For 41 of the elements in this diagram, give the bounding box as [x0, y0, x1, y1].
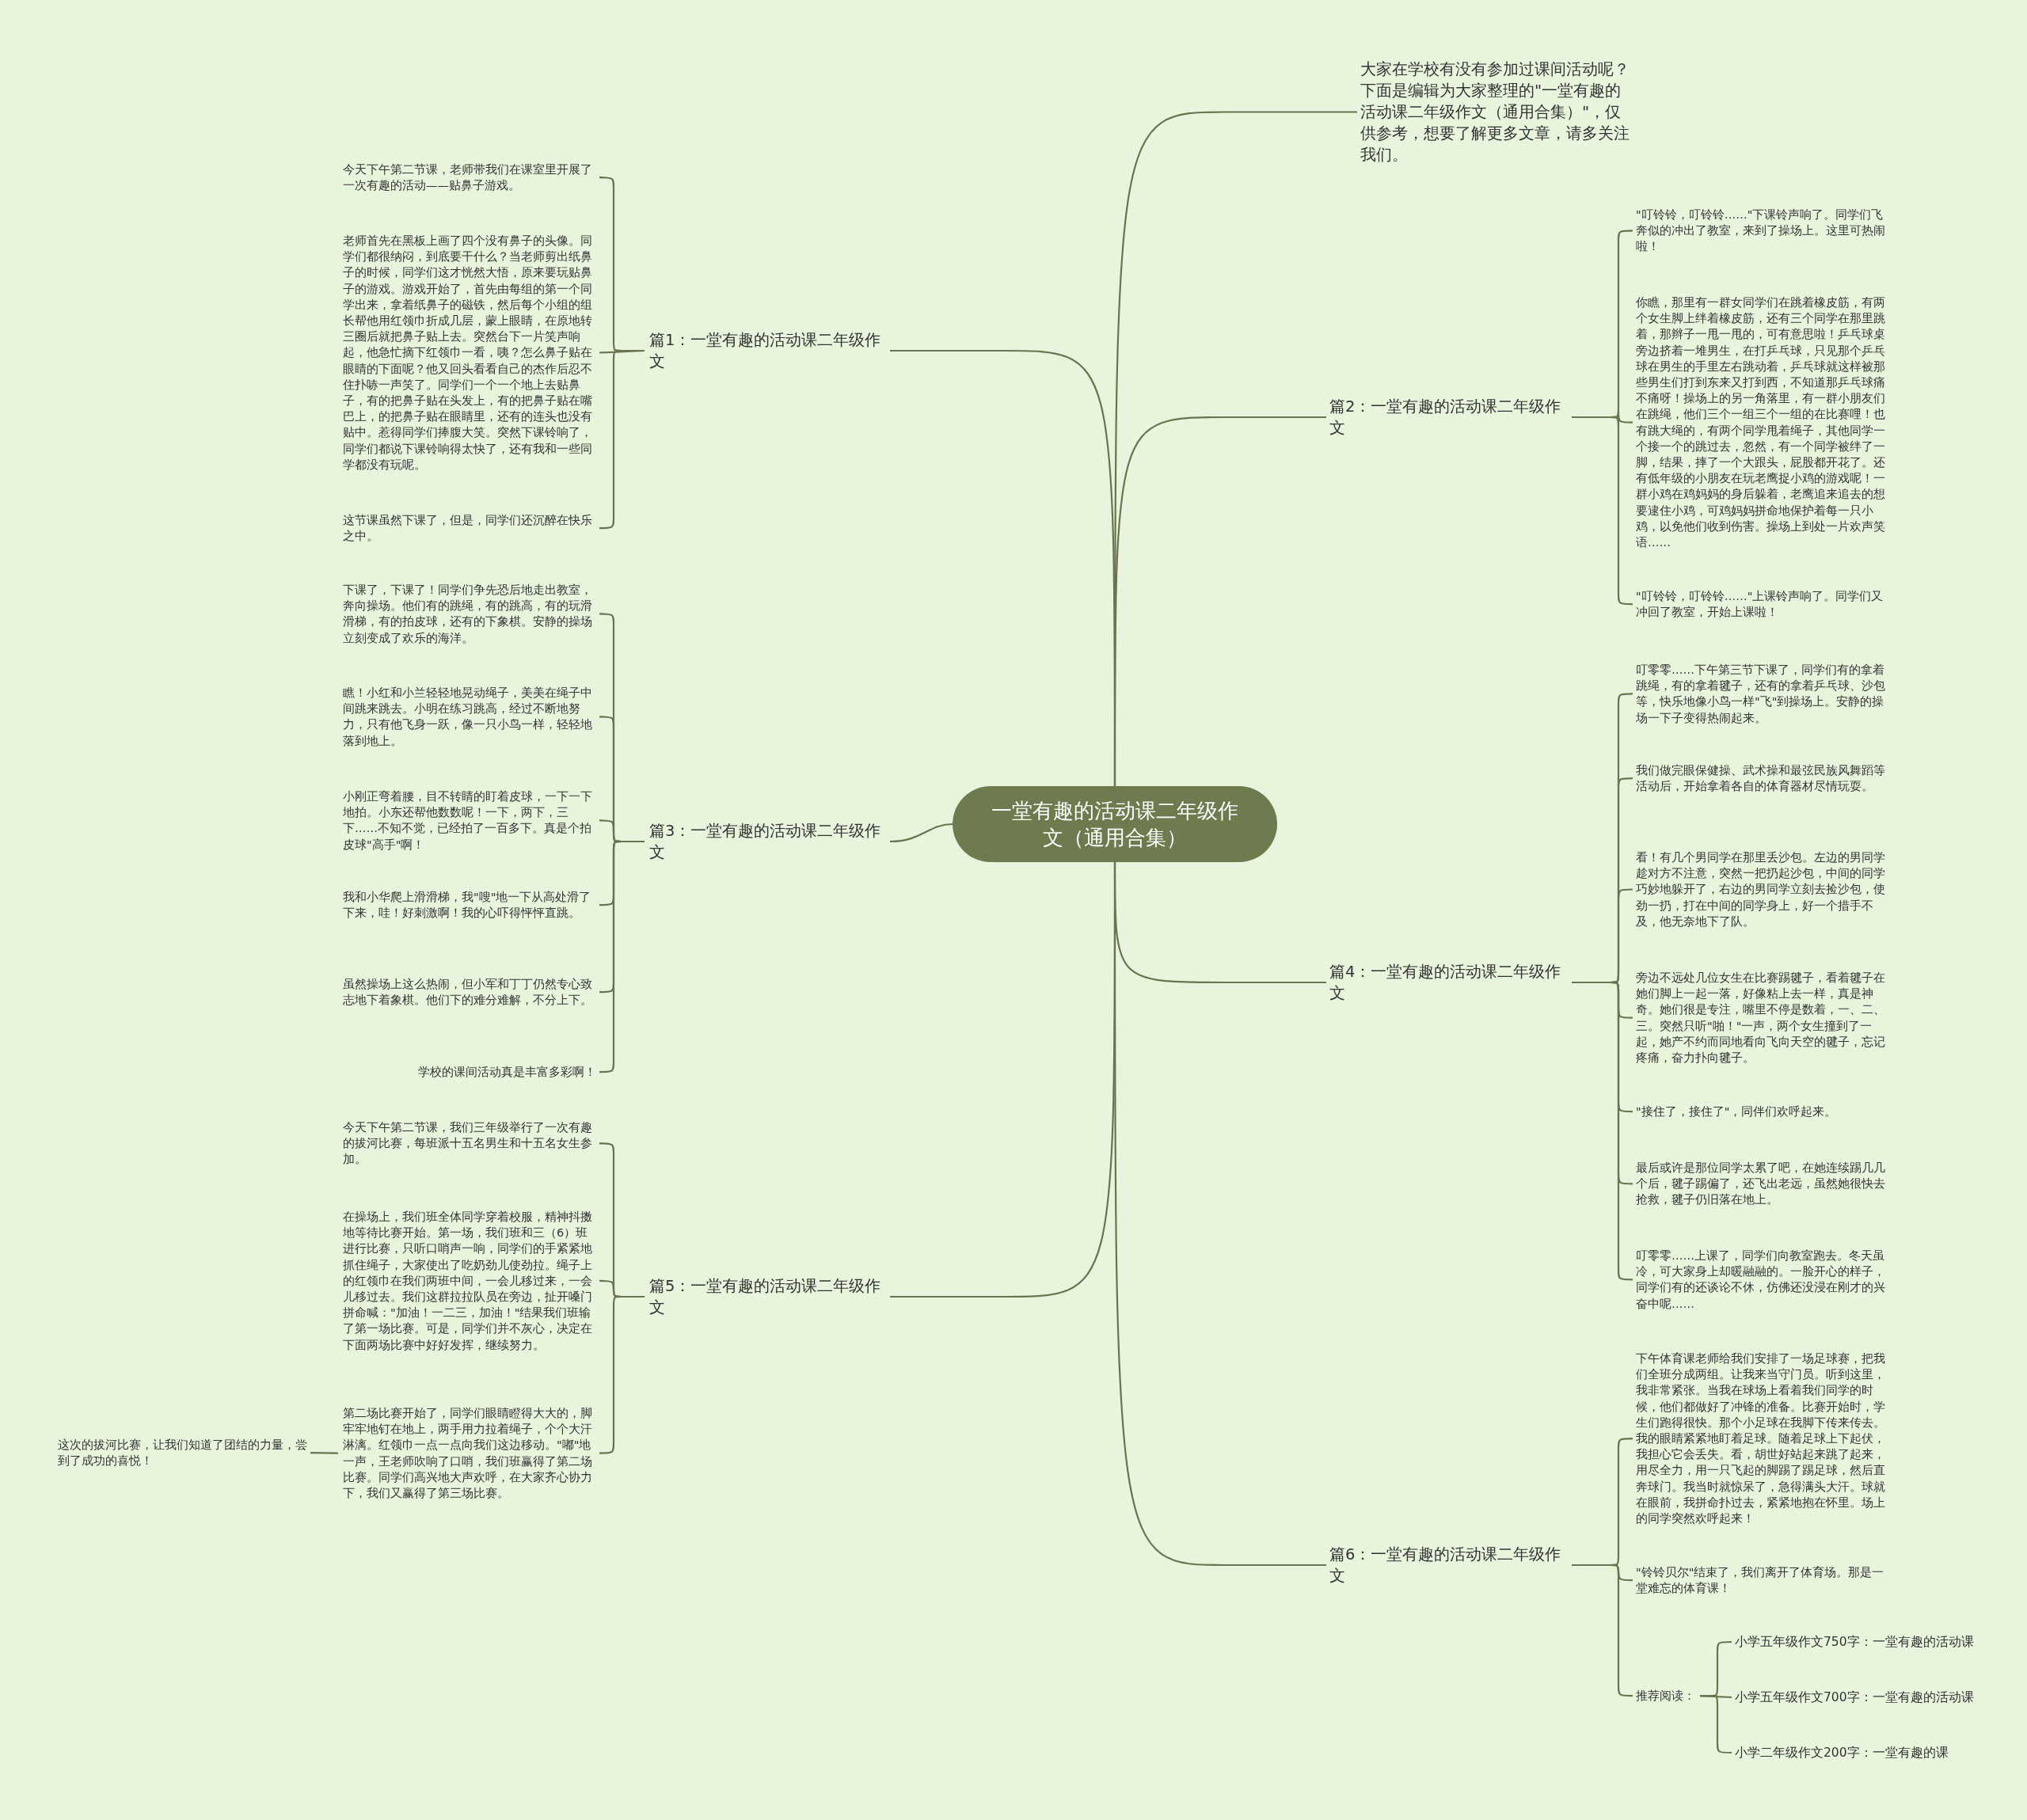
note-text: 虽然操场上这么热闹，但小军和丁丁仍然专心致志地下着象棋。他们下的难分难解，不分上下。: [343, 976, 596, 1009]
note-text: "叮铃铃，叮铃铃……"下课铃声响了。同学们飞奔似的冲出了教室，来到了操场上。这里可热闹啦！: [1636, 207, 1893, 255]
central-topic: 一堂有趣的活动课二年级作文（通用合集）: [953, 786, 1277, 862]
reading-link-text: 小学五年级作文700字：一堂有趣的活动课: [1735, 1689, 1974, 1706]
note-text: 在操场上，我们班全体同学穿着校服，精神抖擞地等待比赛开始。第一场，我们班和三（6）班进行比赛，只听口哨声一响，同学们的手紧紧地抓住绳子，大家使出了吃奶劲儿使劲拉。绳子上的红领巾在我们两班中间，一会儿移过来，一会儿移过去。我们这群拉拉队员在旁边，扯开嗓门拼命喊："加油！一二三，加油！"结果我们班输了第一场比赛。可是，同学们并不灰心，决定在下面两场比赛中好好发挥，继续努力。: [343, 1209, 596, 1353]
reading-link-text: 小学二年级作文200字：一堂有趣的课: [1735, 1744, 1949, 1761]
note-text: "铃铃贝尔"结束了，我们离开了体育场。那是一堂难忘的体育课！: [1636, 1564, 1893, 1597]
branch-topic: 篇1：一堂有趣的活动课二年级作文: [649, 329, 887, 372]
branch-topic: 篇2：一堂有趣的活动课二年级作文: [1329, 396, 1567, 439]
note-text: 叮零零……下午第三节下课了，同学们有的拿着跳绳，有的拿着毽子，还有的拿着乒乓球、沙包等，快乐地像小鸟一样"飞"到操场上。安静的操场一下子变得热闹起来。: [1636, 662, 1893, 726]
note-text: 老师首先在黑板上画了四个没有鼻子的头像。同学们都很纳闷，到底要干什么？当老师剪出纸鼻子的时候，同学们这才恍然大悟，原来要玩贴鼻子的游戏。游戏开始了，首先由每组的第一个同学出来，拿着纸鼻子的磁铁，然后每个小组的组长帮他用红领巾折成几层，蒙上眼睛，在原地转三圈后就把鼻子贴上去。突然台下一片笑声响起，他急忙摘下红领巾一看，咦？怎么鼻子贴在眼睛的下面呢？他又回头看看自己的杰作后忍不住扑哧一声笑了。同学们一个一个地上去贴鼻子，有的把鼻子贴在头发上，有的把鼻子贴在嘴巴上，的把鼻子贴在眼睛里，还有的连头也没有贴中。惹得同学们捧腹大笑。突然下课铃响了，同学们都说下课铃响得太快了，还有我和一些同学都没有玩呢。: [343, 233, 596, 473]
branch-topic: 篇5：一堂有趣的活动课二年级作文: [649, 1275, 887, 1318]
note-text: "接住了，接住了"，同伴们欢呼起来。: [1636, 1104, 1893, 1120]
note-text: 学校的课间活动真是丰富多彩啊！: [404, 1064, 596, 1081]
note-text: 今天下午第二节课，老师带我们在课室里开展了一次有趣的活动——贴鼻子游戏。: [343, 161, 596, 194]
branch-topic: 篇3：一堂有趣的活动课二年级作文: [649, 820, 887, 863]
note-text: "叮铃铃，叮铃铃……"上课铃声响了。同学们又冲回了教室，开始上课啦！: [1636, 588, 1893, 621]
note-text: 第二场比赛开始了，同学们眼睛瞪得大大的，脚牢牢地钉在地上，两手用力拉着绳子，个个大汗淋漓。红领巾一点一点向我们这边移动。"嘟"地一声，王老师吹响了口哨，我们班赢得了第二场比赛。同学们高兴地大声欢呼，在大家齐心协力下，我们又赢得了第三场比赛。: [343, 1405, 596, 1502]
intro-text: 大家在学校有没有参加过课间活动呢？下面是编辑为大家整理的"一堂有趣的活动课二年级作文（通用合集）"，仅供参考，想要了解更多文章，请多关注我们。: [1360, 59, 1630, 165]
note-text: 这节课虽然下课了，但是，同学们还沉醉在快乐之中。: [343, 512, 596, 545]
note-text: 最后或许是那位同学太累了吧，在她连续踢几几个后，毽子踢偏了，还飞出老远，虽然她很快去抢救，毽子仍旧落在地上。: [1636, 1160, 1893, 1208]
connector-line: [889, 823, 953, 843]
note-text: 我们做完眼保健操、武术操和最弦民族风舞蹈等活动后，开始拿着各自的体育器材尽情玩耍。: [1636, 762, 1893, 795]
note-text: 这次的拔河比赛，让我们知道了团结的力量，尝到了成功的喜悦！: [58, 1437, 307, 1469]
connector-line: [890, 349, 1116, 786]
note-text: 推荐阅读：: [1636, 1688, 1695, 1704]
note-text: 叮零零……上课了，同学们向教室跑去。冬天虽冷，可大家身上却暖融融的。一脸开心的样子，同学们有的还谈论不休，仿佛还没浸在刚才的兴奋中呢……: [1636, 1248, 1893, 1312]
note-text: 下课了，下课了！同学们争先恐后地走出教室，奔向操场。他们有的跳绳，有的跳高，有的玩滑滑梯，有的拍皮球，还有的下象棋。安静的操场立刻变成了欢乐的海洋。: [343, 582, 596, 646]
note-text: 看！有几个男同学在那里丢沙包。左边的男同学趁对方不注意，突然一把扔起沙包，中间的同学巧妙地躲开了，右边的男同学立刻去捡沙包，使劲一扔，打在中间的同学身上，好一个措手不及，他无奈地下了队。: [1636, 849, 1893, 929]
connector-line: [890, 862, 1116, 1298]
note-text: 你瞧，那里有一群女同学们在跳着橡皮筋，有两个女生脚上绊着橡皮筋，还有三个同学在那里跳着，那辫子一甩一甩的，可有意思啦！乒乓球桌旁边挤着一堆男生，在打乒乓球，只见那个乒乓球在男生的手里左右跳动着，乒乓球就这样被那些男生们打到东来又打到西，不知道那乒乓球痛不痛呀！操场上的另一角落里，有一群小朋友们在跳绳，他们三个一组三个一组的在比赛哩！也有跳大绳的，有两个同学甩着绳子，其他同学一个接一个的跳过去，忽然，有一个同学被绊了一脚，结果，摔了一个大跟头，屁股都开花了。还有低年级的小朋友在玩老鹰捉小鸡的游戏呢！一群小鸡在鸡妈妈的身后躲着，老鹰追来追去的想要逮住小鸡，可鸡妈妈拼命地保护着每一只小鸡，以免他们收到伤害。操场上到处一片欢声笑语……: [1636, 294, 1893, 551]
note-text: 瞧！小红和小兰轻轻地晃动绳子，美美在绳子中间跳来跳去。小明在练习跳高，经过不断地努力，只有他飞身一跃，像一只小鸟一样，轻轻地落到地上。: [343, 685, 596, 749]
branch-topic: 篇4：一堂有趣的活动课二年级作文: [1329, 961, 1567, 1004]
note-text: 旁边不远处几位女生在比赛踢毽子，看着毽子在她们脚上一起一落，好像粘上去一样，真是神奇。她们很是专注，嘴里不停是数着，一、二、三。突然只听"啪！"一声，两个女生撞到了一起，她产不约而同地看向飞向天空的毽子，忘记疼痛，奋力扑向毽子。: [1636, 970, 1893, 1066]
reading-link-text: 小学五年级作文750字：一堂有趣的活动课: [1735, 1633, 1974, 1651]
note-text: 我和小华爬上滑滑梯，我"嗖"地一下从高处滑了下来，哇！好刺激啊！我的心吓得怦怦直跳。: [343, 889, 596, 921]
note-text: 今天下午第二节课，我们三年级举行了一次有趣的拔河比赛，每班派十五名男生和十五名女生参加。: [343, 1119, 596, 1168]
note-text: 小刚正弯着腰，目不转睛的盯着皮球，一下一下地拍。小东还帮他数数呢！一下，两下，三下……不知不觉，已经拍了一百多下。真是个拍皮球"高手"啊！: [343, 788, 596, 853]
note-text: 下午体育课老师给我们安排了一场足球赛，把我们全班分成两组。让我来当守门员。听到这里，我非常紧张。当我在球场上看着我们同学的时候，他们都做好了冲锋的准备。比赛开始时，学生们跑得很快。那个小足球在我脚下传来传去。我的眼睛紧紧地盯着足球。随着足球上下起伏，我担心它会丢失。看，胡世好站起来跳了起来，用尽全力，用一只飞起的脚踢了踢足球，然后直奔球门。我当时就惊呆了，急得满头大汗。球就在眼前，我拼命扑过去，紧紧地抱在怀里。场上的同学突然欢呼起来！: [1636, 1351, 1893, 1527]
branch-topic: 篇6：一堂有趣的活动课二年级作文: [1329, 1544, 1567, 1586]
connector-line: [310, 1452, 338, 1454]
